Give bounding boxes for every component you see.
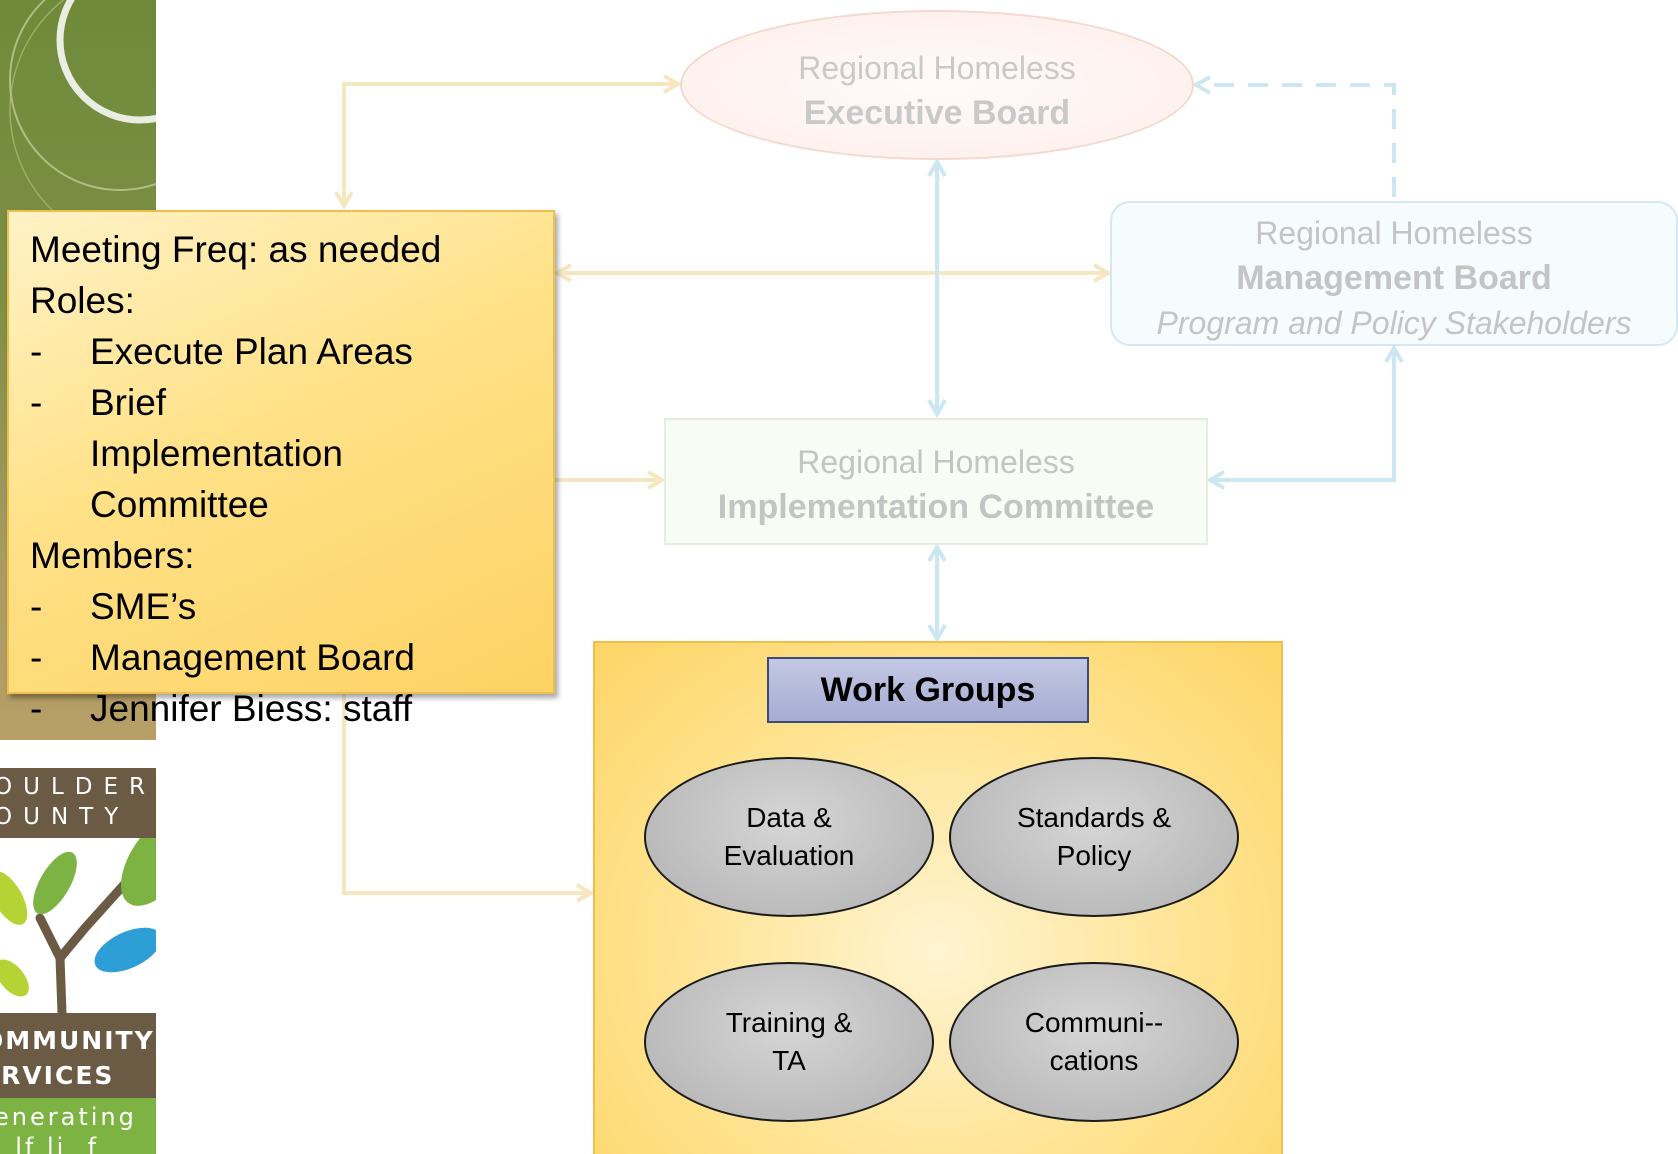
executive-board-line2: Executive Board — [803, 94, 1071, 132]
work-group-standards-policy: Standards & Policy — [949, 757, 1239, 917]
management-board-line1: Regional Homeless — [1255, 215, 1533, 251]
logo-county-text: OULDER OUNTY — [0, 774, 156, 830]
member-item: - Jennifer Biess: staff — [30, 683, 553, 734]
bullet-dash: - — [30, 331, 43, 372]
member-text: SME’s — [90, 586, 197, 627]
member-text: Jennifer Biess: staff — [90, 688, 413, 729]
bullet-dash: - — [30, 382, 43, 423]
bullet-dash: - — [30, 688, 43, 729]
community-services-logo: OULDER OUNTY OMMUNITY ERVICES enerating … — [0, 768, 156, 1154]
executive-board-line1: Regional Homeless — [798, 50, 1076, 86]
logo-tagline: enerating lf li f — [0, 1103, 137, 1154]
management-board-node: Regional Homeless Management Board Progr… — [1110, 201, 1678, 346]
logo-tree — [0, 810, 156, 1018]
role-text: Execute Plan Areas — [90, 331, 413, 372]
work-group-data-evaluation: Data & Evaluation — [644, 757, 934, 917]
management-board-line3: Program and Policy Stakeholders — [1156, 305, 1632, 341]
management-board-line2: Management Board — [1236, 259, 1552, 297]
meeting-info-note: Meeting Freq: as needed Roles: - Execute … — [7, 210, 555, 729]
implementation-committee-node: Regional Homeless Implementation Committ… — [664, 418, 1208, 545]
member-item: - SME’s — [30, 581, 553, 632]
role-text: Brief Implementation Committee — [90, 382, 343, 525]
role-item: - Execute Plan Areas — [30, 326, 553, 377]
sidebar-decoration: OULDER OUNTY OMMUNITY ERVICES enerating … — [0, 0, 156, 1154]
work-group-communications: Communi-- cations — [949, 962, 1239, 1122]
bullet-dash: - — [30, 586, 43, 627]
executive-board-node: Regional Homeless Executive Board — [680, 10, 1194, 160]
connector-management-to-implementation — [1212, 350, 1394, 480]
logo-org-text: OMMUNITY ERVICES — [0, 1026, 155, 1090]
member-text: Management Board — [90, 637, 415, 678]
implementation-committee-line2: Implementation Committee — [717, 488, 1155, 526]
members-heading: Members: — [30, 535, 195, 576]
connector-note-to-workgroups — [342, 694, 589, 893]
connector-management-to-executive — [1198, 85, 1396, 197]
tree-icon — [0, 810, 156, 1018]
logo-brown-panel: OULDER OUNTY OMMUNITY ERVICES — [0, 768, 156, 1098]
connector-note-to-executive — [344, 84, 676, 204]
work-group-training-ta: Training & TA — [644, 962, 934, 1122]
role-item: - Brief Implementation Committee — [30, 377, 420, 530]
implementation-committee-line1: Regional Homeless — [797, 444, 1075, 480]
logo-tagline-panel: enerating lf li f — [0, 1098, 156, 1154]
meeting-frequency: Meeting Freq: as needed — [30, 229, 442, 270]
member-item: - Management Board — [30, 632, 553, 683]
work-groups-title: Work Groups — [767, 657, 1089, 723]
roles-heading: Roles: — [30, 280, 135, 321]
bullet-dash: - — [30, 637, 43, 678]
